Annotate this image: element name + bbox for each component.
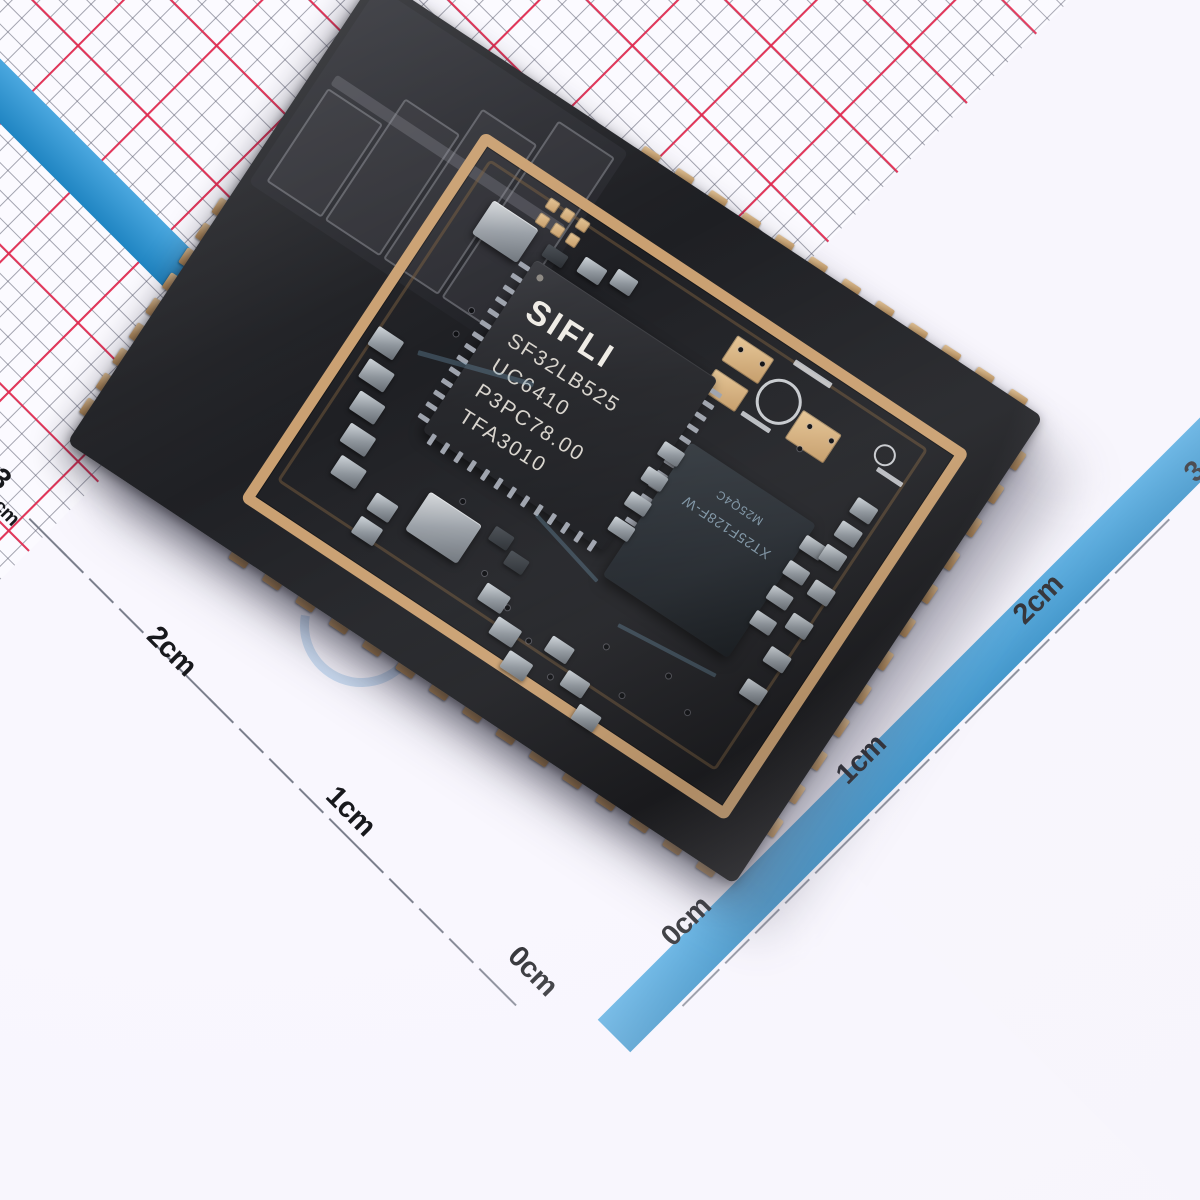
ruler-label-left-1: 1cm (319, 780, 382, 843)
ruler-label-left-3: 3 (0, 462, 18, 496)
ruler-label-left-2: 2cm (140, 620, 203, 683)
ruler-label-left-3-unit: cm (0, 495, 24, 531)
ruler-label-right-3: 3 (1178, 454, 1200, 489)
ruler-label-left-0: 0cm (501, 940, 564, 1003)
ruler-label-right-2: 2cm (1007, 568, 1070, 631)
